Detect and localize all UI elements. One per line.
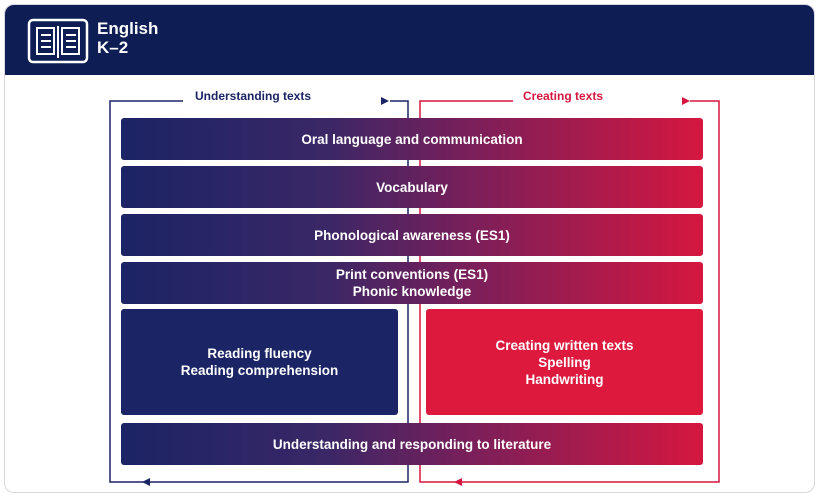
bar-line: Oral language and communication xyxy=(301,131,523,147)
creating-written-box: Creating written texts Spelling Handwrit… xyxy=(426,309,703,415)
bar-line: Understanding and responding to literatu… xyxy=(272,436,552,452)
bar-phonological-awareness: Phonological awareness (ES1) xyxy=(121,214,703,256)
bar-line: Phonic knowledge xyxy=(352,284,472,299)
understanding-arrow-left xyxy=(142,478,150,486)
creating-line: Handwriting xyxy=(525,371,604,387)
understanding-texts-label: Understanding texts xyxy=(191,89,316,103)
bar-oral-language: Oral language and communication xyxy=(121,118,703,160)
open-book-icon xyxy=(27,18,89,64)
creating-arrow-left xyxy=(454,478,462,486)
creating-line: Spelling xyxy=(538,354,591,370)
bar-line: Phonological awareness (ES1) xyxy=(314,227,510,243)
reading-box: Reading fluency Reading comprehension xyxy=(121,309,398,415)
reading-line: Reading comprehension xyxy=(180,363,339,378)
creating-line: Creating written texts xyxy=(495,337,634,353)
understanding-arrow-right xyxy=(381,97,389,105)
creating-loop-line xyxy=(419,100,720,483)
bar-vocabulary: Vocabulary xyxy=(121,166,703,208)
header-banner: English K–2 xyxy=(5,5,814,75)
bar-print-conventions: Print conventions (ES1) Phonic knowledge xyxy=(121,262,703,304)
bar-literature: Understanding and responding to literatu… xyxy=(121,423,703,465)
bar-line: Print conventions (ES1) xyxy=(335,267,489,282)
creating-arrow-right xyxy=(682,97,690,105)
header-title: English xyxy=(97,19,159,38)
reading-line: Reading fluency xyxy=(207,346,312,361)
header-subtitle: K–2 xyxy=(97,38,129,57)
header-title-block: English K–2 xyxy=(97,19,158,57)
bar-line: Vocabulary xyxy=(376,179,448,195)
understanding-loop-line xyxy=(109,100,409,483)
creating-texts-label: Creating texts xyxy=(519,89,608,103)
